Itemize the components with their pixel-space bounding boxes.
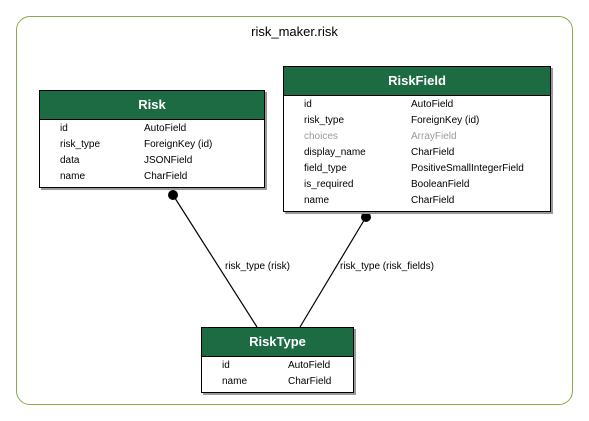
field-type: AutoField (288, 360, 331, 371)
table-row: is_required BooleanField (284, 177, 550, 193)
field-name: choices (304, 131, 338, 142)
table-risk[interactable]: Risk id AutoField risk_type ForeignKey (… (39, 90, 265, 188)
field-type: BooleanField (411, 179, 470, 190)
relation-line-riskfield (299, 216, 367, 328)
field-type: AutoField (144, 123, 187, 134)
table-row: name CharField (40, 169, 264, 185)
field-name: field_type (304, 163, 347, 174)
field-name: display_name (304, 147, 366, 158)
field-name: name (304, 195, 330, 206)
table-risktype-fields: id AutoField name CharField (202, 357, 353, 392)
field-type: CharField (144, 171, 188, 182)
table-risk-fields: id AutoField risk_type ForeignKey (id) d… (40, 120, 264, 187)
field-type: CharField (288, 376, 332, 387)
field-type: ForeignKey (id) (411, 115, 480, 126)
field-type: ArrayField (411, 131, 457, 142)
table-row: id AutoField (40, 121, 264, 137)
table-row: name CharField (284, 193, 550, 209)
field-type: JSONField (144, 155, 193, 166)
field-name: id (60, 123, 68, 134)
table-riskfield-title: RiskField (284, 67, 550, 96)
field-type: CharField (411, 195, 455, 206)
field-name: name (60, 171, 86, 182)
relation-line-risk (172, 194, 258, 328)
relation-label-risk: risk_type (risk) (225, 261, 291, 272)
field-name: name (222, 376, 248, 387)
table-row: risk_type ForeignKey (id) (284, 113, 550, 129)
field-type: CharField (411, 147, 455, 158)
table-risktype-title: RiskType (202, 328, 353, 357)
relation-endpoint-risk (168, 190, 178, 200)
table-row: id AutoField (202, 358, 353, 374)
table-risktype[interactable]: RiskType id AutoField name CharField (201, 327, 354, 393)
table-row: risk_type ForeignKey (id) (40, 137, 264, 153)
field-name: is_required (304, 179, 354, 190)
table-row: choices ArrayField (284, 129, 550, 145)
table-row: display_name CharField (284, 145, 550, 161)
table-row: field_type PositiveSmallIntegerField (284, 161, 550, 177)
table-row: id AutoField (284, 97, 550, 113)
relation-endpoint-riskfield (361, 212, 371, 222)
field-type: AutoField (411, 99, 454, 110)
table-row: data JSONField (40, 153, 264, 169)
field-name: data (60, 155, 80, 166)
table-riskfield[interactable]: RiskField id AutoField risk_type Foreign… (283, 66, 551, 212)
field-type: PositiveSmallIntegerField (411, 163, 524, 174)
app-frame (16, 16, 573, 405)
field-name: risk_type (304, 115, 345, 126)
field-name: risk_type (60, 139, 101, 150)
relation-label-riskfield: risk_type (risk_fields) (340, 261, 434, 272)
table-risk-title: Risk (40, 91, 264, 120)
field-name: id (222, 360, 230, 371)
field-type: ForeignKey (id) (144, 139, 213, 150)
field-name: id (304, 99, 312, 110)
frame-title: risk_maker.risk (251, 24, 338, 39)
table-row: name CharField (202, 374, 353, 390)
table-riskfield-fields: id AutoField risk_type ForeignKey (id) c… (284, 96, 550, 211)
